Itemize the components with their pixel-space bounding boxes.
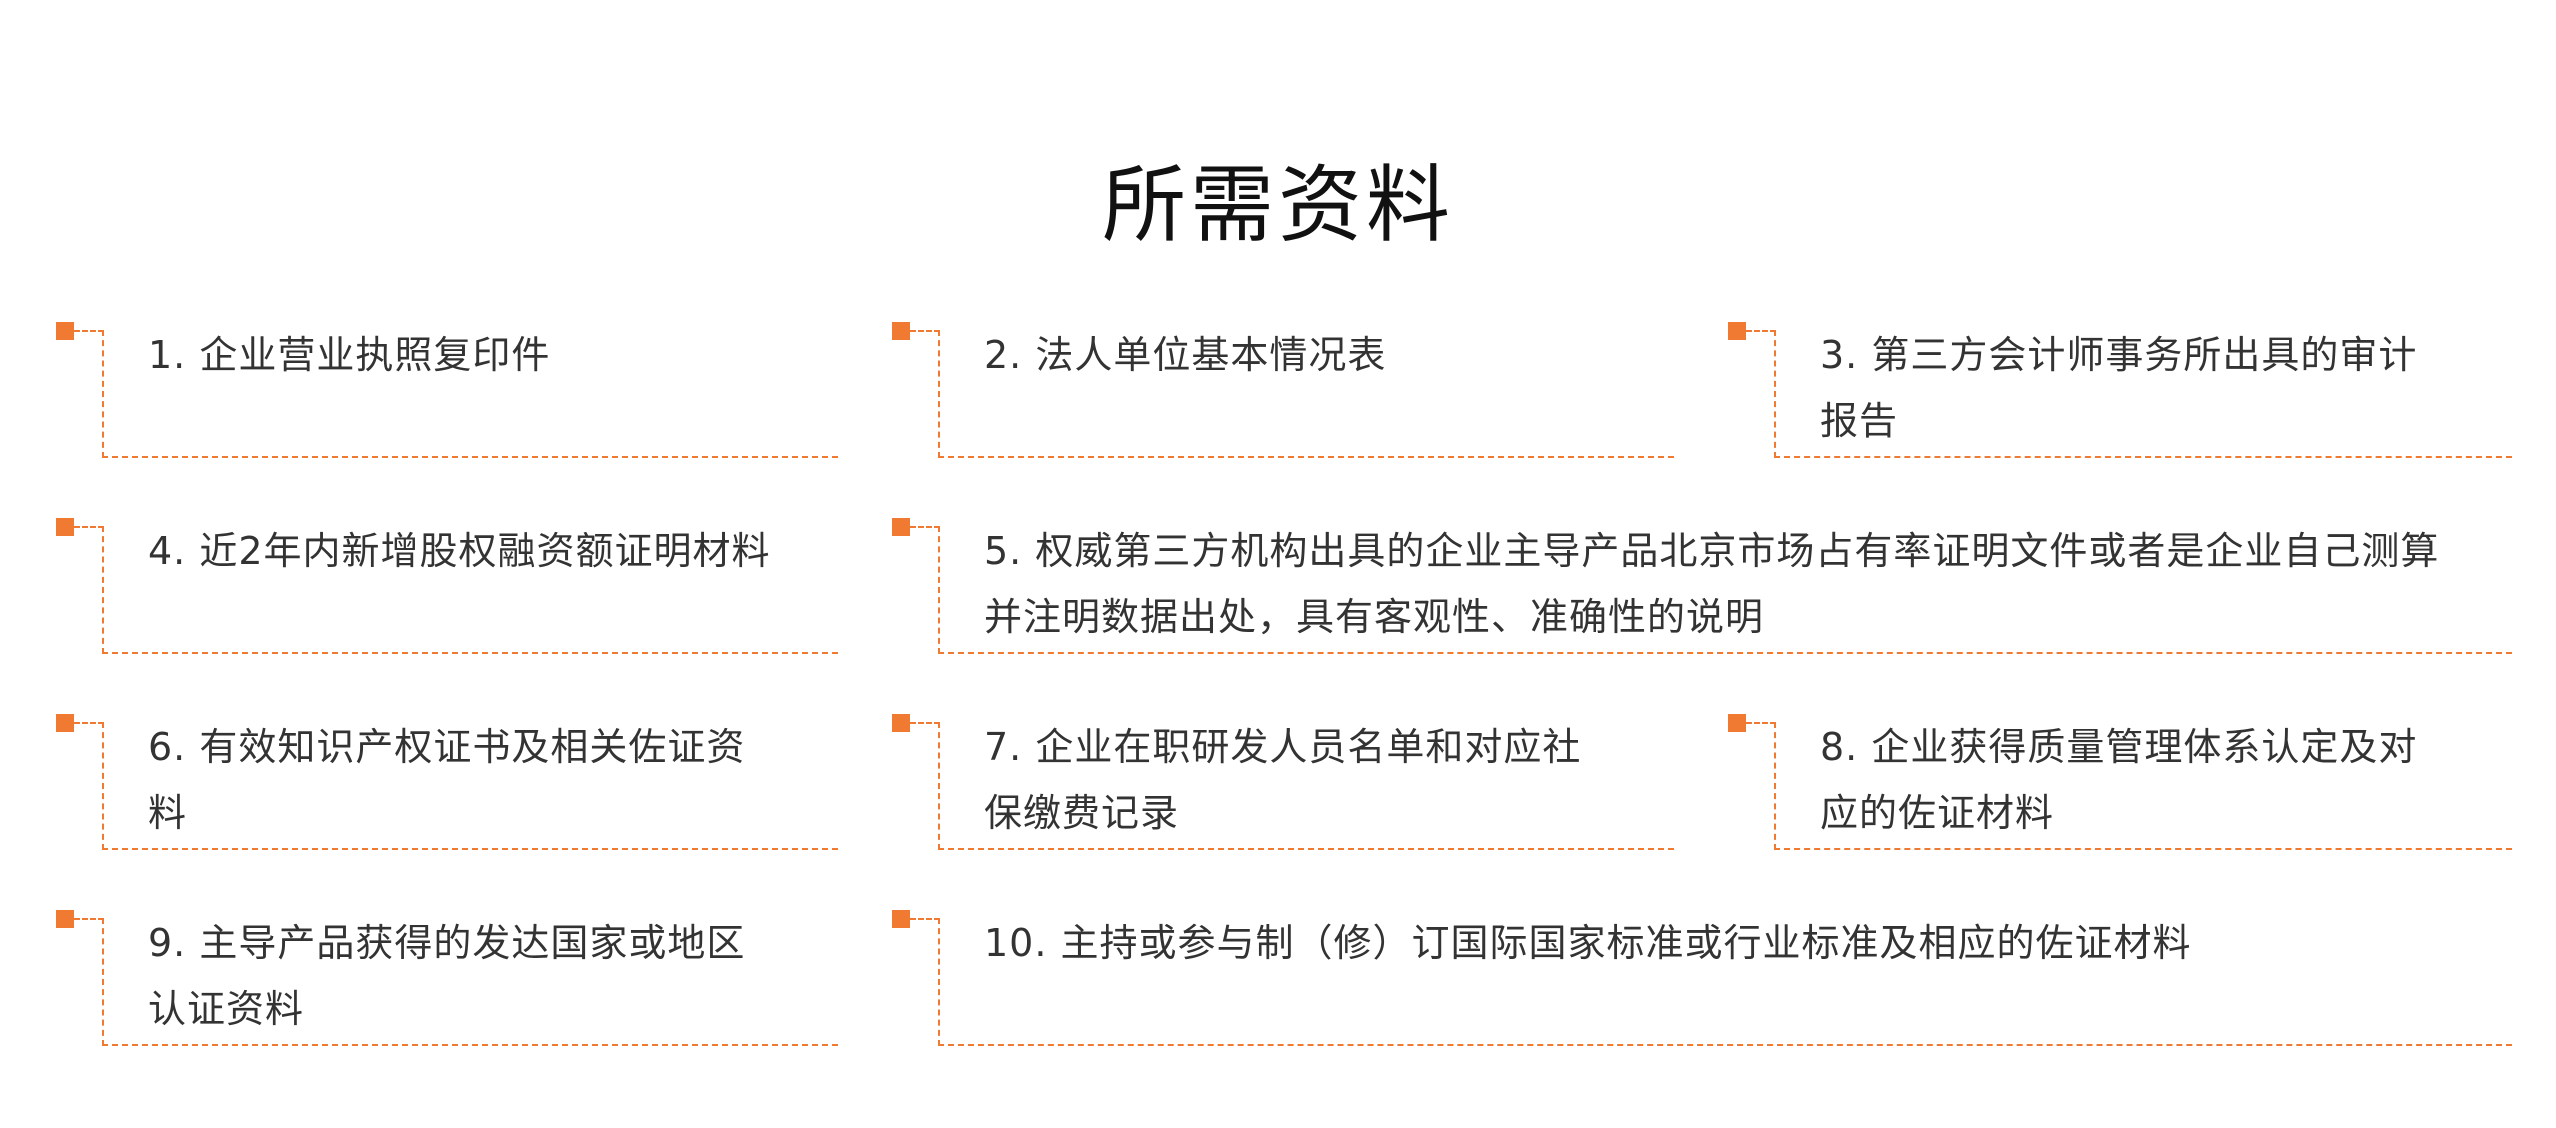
dashed-connector <box>910 918 940 920</box>
dashed-frame <box>938 918 2512 1046</box>
orange-square-icon <box>56 322 74 340</box>
orange-square-icon <box>892 714 910 732</box>
dashed-connector <box>74 330 104 332</box>
dashed-connector <box>910 330 940 332</box>
page-title: 所需资料 <box>1101 156 1454 254</box>
dashed-frame <box>102 918 838 1046</box>
list-item-7: 7. 企业在职研发人员名单和对应社保缴费记录 <box>892 714 1674 850</box>
list-item-1: 1. 企业营业执照复印件 <box>56 322 838 458</box>
dashed-frame <box>938 722 1674 850</box>
list-item-10: 10. 主持或参与制（修）订国际国家标准或行业标准及相应的佐证材料 <box>892 910 2512 1046</box>
orange-square-icon <box>56 518 74 536</box>
dashed-frame <box>102 526 838 654</box>
item-text: 7. 企业在职研发人员名单和对应社保缴费记录 <box>984 725 1582 835</box>
list-item-2: 2. 法人单位基本情况表 <box>892 322 1674 458</box>
dashed-connector <box>910 526 940 528</box>
item-text: 2. 法人单位基本情况表 <box>984 333 1387 377</box>
item-text: 3. 第三方会计师事务所出具的审计报告 <box>1820 333 2418 443</box>
orange-square-icon <box>56 910 74 928</box>
list-item-3: 3. 第三方会计师事务所出具的审计报告 <box>1728 322 2512 458</box>
dashed-frame <box>1774 722 2512 850</box>
item-text: 9. 主导产品获得的发达国家或地区认证资料 <box>148 921 746 1031</box>
dashed-connector <box>74 722 104 724</box>
orange-square-icon <box>892 518 910 536</box>
item-text: 1. 企业营业执照复印件 <box>148 333 551 377</box>
orange-square-icon <box>1728 714 1746 732</box>
dashed-frame <box>1774 330 2512 458</box>
dashed-connector <box>910 722 940 724</box>
dashed-connector <box>1746 330 1776 332</box>
dashed-frame <box>102 722 838 850</box>
list-item-8: 8. 企业获得质量管理体系认定及对应的佐证材料 <box>1728 714 2512 850</box>
dashed-connector <box>1746 722 1776 724</box>
item-text: 8. 企业获得质量管理体系认定及对应的佐证材料 <box>1820 725 2418 835</box>
orange-square-icon <box>892 322 910 340</box>
item-text: 6. 有效知识产权证书及相关佐证资料 <box>148 725 746 835</box>
dashed-frame <box>938 330 1674 458</box>
item-text: 5. 权威第三方机构出具的企业主导产品北京市场占有率证明文件或者是企业自己测算并… <box>984 529 2440 639</box>
list-item-5: 5. 权威第三方机构出具的企业主导产品北京市场占有率证明文件或者是企业自己测算并… <box>892 518 2512 654</box>
list-item-4: 4. 近2年内新增股权融资额证明材料 <box>56 518 838 654</box>
dashed-connector <box>74 526 104 528</box>
list-item-6: 6. 有效知识产权证书及相关佐证资料 <box>56 714 838 850</box>
orange-square-icon <box>1728 322 1746 340</box>
item-text: 4. 近2年内新增股权融资额证明材料 <box>148 529 771 573</box>
materials-list: 1. 企业营业执照复印件 2. 法人单位基本情况表 3. 第三方会计师事务所出具… <box>56 322 2512 1048</box>
dashed-connector <box>74 918 104 920</box>
orange-square-icon <box>56 714 74 732</box>
list-item-9: 9. 主导产品获得的发达国家或地区认证资料 <box>56 910 838 1046</box>
item-text: 10. 主持或参与制（修）订国际国家标准或行业标准及相应的佐证材料 <box>984 921 2192 965</box>
dashed-frame <box>938 526 2512 654</box>
dashed-frame <box>102 330 838 458</box>
orange-square-icon <box>892 910 910 928</box>
